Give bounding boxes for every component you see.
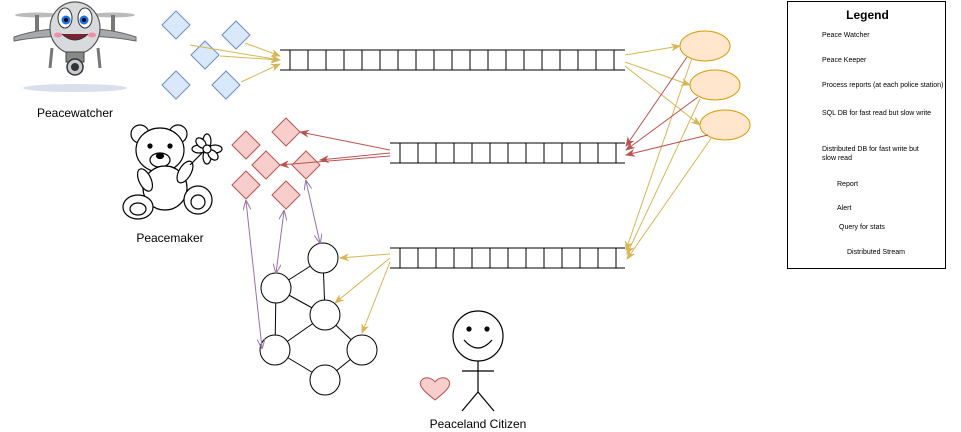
process-node	[689, 69, 741, 101]
legend-label-stream: Distributed Stream	[847, 249, 905, 256]
peace-keeper-node	[271, 117, 301, 147]
legend-label-peace-watcher: Peace Watcher	[822, 32, 870, 39]
peace-watcher-node	[161, 70, 191, 100]
legend-panel: Legend Peace Watcher Peace Keeper Proces…	[787, 1, 946, 269]
peace-keeper-group	[231, 117, 321, 210]
peace-keeper-node	[291, 150, 321, 180]
peace-watcher-node	[211, 70, 241, 100]
legend-label-query: Query for stats	[839, 224, 885, 231]
process-node	[679, 30, 731, 62]
legend-label-sql-db: SQL DB for fast read but slow write	[822, 110, 932, 117]
stream-bottom	[390, 247, 625, 269]
process-group	[679, 30, 751, 141]
graph-node	[346, 334, 378, 366]
graph-node	[309, 299, 341, 331]
graph-node	[307, 242, 339, 274]
peace-keeper-node	[271, 180, 301, 210]
graph-node	[309, 364, 341, 396]
drone-icon	[13, 1, 137, 92]
stream-middle	[390, 142, 625, 164]
legend-label-report: Report	[837, 181, 859, 188]
teddy-bear-icon	[122, 124, 223, 220]
graph-node	[259, 334, 291, 366]
peace-keeper-node	[231, 170, 261, 200]
alert-arrows	[279, 56, 709, 169]
peacewatcher-label: Peacewatcher	[36, 106, 114, 120]
peacemaker-label: Peacemaker	[136, 231, 204, 245]
graph-node	[260, 272, 292, 304]
graph-db	[259, 242, 378, 396]
peace-keeper-node	[231, 130, 261, 160]
peace-watcher-group	[161, 10, 251, 100]
stream-top	[280, 49, 625, 71]
legend-title: Legend	[846, 8, 889, 22]
legend-label-distributed-db: Distributed DB for fast write but slow r…	[822, 146, 919, 162]
legend-label-alert: Alert	[837, 205, 852, 212]
heart-icon	[419, 377, 451, 401]
peace-watcher-node	[190, 40, 220, 70]
legend-label-process: Process reports (at each police station)	[822, 82, 944, 89]
peace-keeper-node	[251, 150, 281, 180]
peace-watcher-node	[221, 20, 251, 50]
legend-label-peace-keeper: Peace Keeper	[822, 57, 867, 64]
peace-watcher-node	[161, 10, 191, 40]
report-arrows	[189, 42, 713, 334]
citizen-label: Peaceland Citizen	[429, 417, 527, 431]
citizen-stick-figure-icon	[452, 310, 504, 412]
query-arrows	[246, 181, 320, 348]
